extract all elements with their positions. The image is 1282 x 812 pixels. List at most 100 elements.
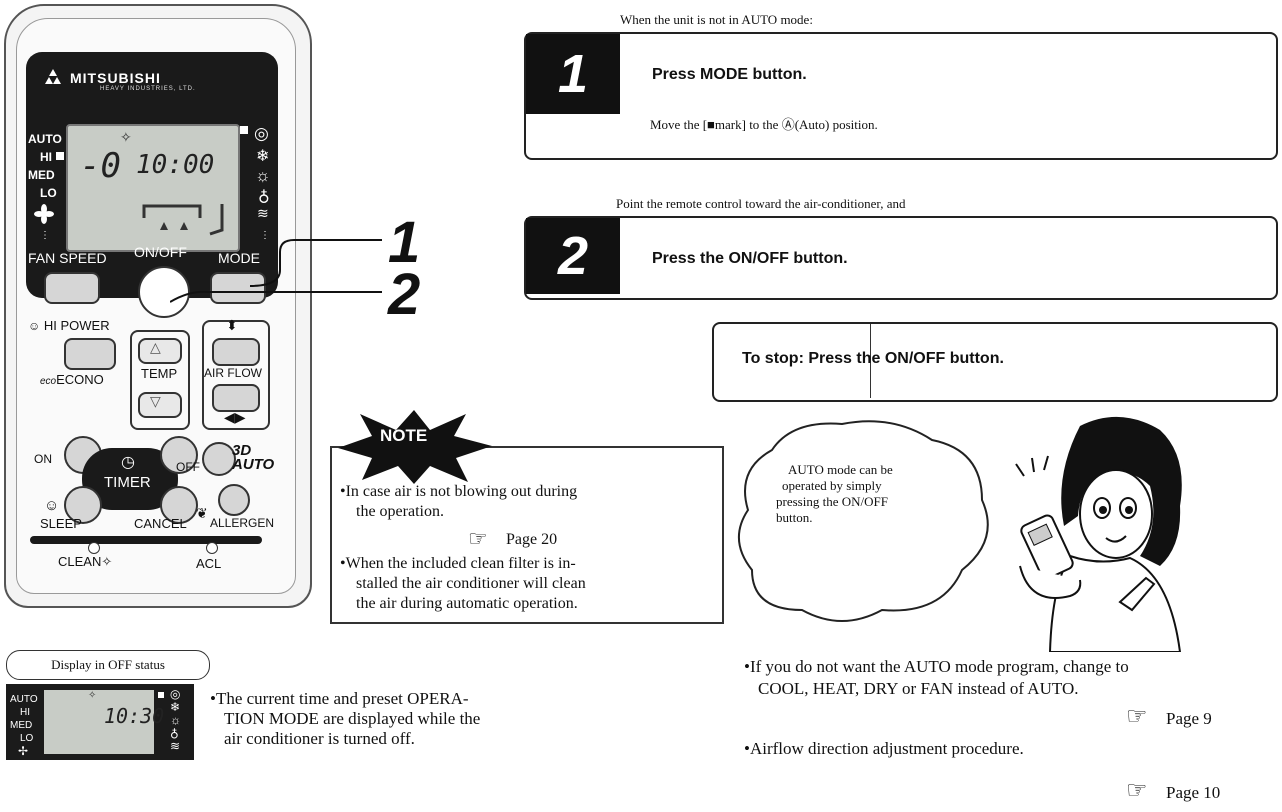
note-item1-line2: the operation. <box>356 503 444 520</box>
off-fan-level-lo: LO <box>20 733 34 744</box>
clean-label: CLEAN✧ <box>58 554 113 569</box>
timer-label[interactable]: TIMER <box>104 474 151 491</box>
off-status-label: Display in OFF status <box>6 650 210 680</box>
off-sparkle-icon: ✧ <box>88 690 97 701</box>
stop-box <box>712 322 1278 402</box>
hi-power-icon: ☺ <box>28 319 41 333</box>
mode-button[interactable] <box>210 272 266 304</box>
off-mode-icons: ◎ ❄ ☼ ♁ ≋ <box>170 688 181 753</box>
step1-box <box>524 32 1278 160</box>
temp-label: TEMP <box>141 366 178 381</box>
dots-right: ⋮ <box>260 230 270 241</box>
clean-sparkle-icon: ✧ <box>101 554 113 569</box>
sleep-face-icon: ☺ <box>44 498 60 514</box>
callout-lines <box>170 239 382 303</box>
stop-box-divider <box>870 324 871 398</box>
up-down-arrow-icon: ⬍ <box>226 319 238 334</box>
cancel-button[interactable] <box>160 486 198 524</box>
note-item2-line1: •When the included clean filter is in- <box>340 555 576 572</box>
off-fan-level-med: MED <box>10 720 33 731</box>
temp-down-button[interactable] <box>138 392 182 418</box>
clean-bar <box>30 536 262 544</box>
air-flow-horizontal-button[interactable] <box>212 384 260 412</box>
lcd-display <box>66 124 240 252</box>
stop-instruction: To stop: Press the ON/OFF button. <box>742 350 1004 367</box>
note-item2-line3: the air during automatic operation. <box>356 595 578 612</box>
off-sun-icon: ☼ <box>170 713 181 727</box>
timer-off-label: OFF <box>176 460 200 474</box>
off-fan-level-hi: HI <box>20 707 30 718</box>
air-flow-vertical-button[interactable] <box>212 338 260 366</box>
note-item1-line1: •In case air is not blowing out during <box>340 483 578 500</box>
step1-intro: When the unit is not in AUTO mode: <box>620 12 813 27</box>
off-desc-line2: TION MODE are displayed while the <box>224 709 481 728</box>
sleep-button[interactable] <box>64 486 102 524</box>
brand-name: MITSUBISHI <box>70 70 161 86</box>
allergen-label: ALLERGEN <box>210 516 275 530</box>
off-snowflake-icon: ❄ <box>170 700 181 714</box>
fan-level-med: MED <box>28 168 55 182</box>
off-mode-marker <box>158 692 164 698</box>
off-auto-icon: ◎ <box>170 687 181 701</box>
auto-3d-button[interactable] <box>202 442 236 476</box>
brand-subtitle: HEAVY INDUSTRIES, LTD. <box>100 86 196 92</box>
step2-box <box>524 216 1278 300</box>
mode-label: MODE <box>218 250 260 266</box>
air-flow-label: AIR FLOW <box>204 366 263 380</box>
off-droplet-icon: ♁ <box>170 726 179 740</box>
mode-marker <box>240 126 248 134</box>
woman-illustration <box>1015 416 1182 652</box>
on-off-button[interactable] <box>138 266 190 318</box>
bubble-line1: AUTO mode can be <box>788 462 893 477</box>
dots-left: ⋮ <box>40 230 50 241</box>
timer-off-button[interactable] <box>160 436 198 474</box>
timer-on-label: ON <box>34 452 52 466</box>
off-desc-line3: air conditioner is turned off. <box>224 729 415 748</box>
step1-detail: Move the [■mark] to the Ⓐ(Auto) position… <box>650 117 878 132</box>
sleep-label: SLEEP <box>40 516 82 531</box>
note-heading: NOTE <box>380 426 428 445</box>
allergen-button[interactable] <box>218 484 250 516</box>
auto-mode-symbol-icon: Ⓐ <box>781 117 795 132</box>
callout-number-1: 1 <box>388 210 421 275</box>
triangle-down-icon: ▽ <box>150 395 161 410</box>
temp-up-button[interactable] <box>138 338 182 364</box>
clock-icon: ◷ <box>121 454 135 471</box>
allergen-icon: ❦ <box>196 507 208 522</box>
lcd-temperature: -0 <box>80 146 121 186</box>
hi-power-button[interactable] <box>64 338 116 370</box>
fan-level-lo: LO <box>40 186 57 200</box>
off-status-time: 10:30 <box>104 704 165 728</box>
tip-page-ref-2[interactable]: Page 10 <box>1166 783 1221 802</box>
fan-level-hi: HI <box>40 150 52 164</box>
econo-icon: eco <box>40 376 57 387</box>
fan-level-marker <box>56 152 64 160</box>
step2-title: Press the ON/OFF button. <box>652 250 848 267</box>
temp-panel <box>130 330 190 430</box>
fan-speed-button[interactable] <box>44 272 100 304</box>
tip-page-ref-1[interactable]: Page 9 <box>1166 709 1212 728</box>
pointing-hand-icon-3: ☞ <box>1126 778 1148 804</box>
note-item2-line2: stalled the air conditioner will clean <box>356 575 586 592</box>
callout-number-2: 2 <box>388 262 421 327</box>
cancel-label: CANCEL <box>134 516 187 531</box>
tip-line2: COOL, HEAT, DRY or FAN instead of AUTO. <box>758 679 1079 698</box>
tip-line1: •If you do not want the AUTO mode progra… <box>744 657 1129 676</box>
step2-number: 2 <box>526 218 620 294</box>
airflow-louver-icon <box>142 204 224 236</box>
off-status-screen <box>44 690 154 754</box>
speech-bubble <box>737 420 989 622</box>
acl-label: ACL <box>196 556 222 571</box>
mitsubishi-logo-icon <box>45 69 61 84</box>
fan-mode-icon: ≋ <box>257 207 269 222</box>
acl-button[interactable] <box>206 542 218 554</box>
lcd-time: 10:00 <box>136 150 215 180</box>
econo-label: ecoECONO <box>40 372 104 387</box>
off-fan-icon: ✢ <box>18 744 29 758</box>
pointing-hand-icon-2: ☞ <box>1126 704 1148 730</box>
note-page-ref[interactable]: Page 20 <box>506 531 558 548</box>
off-fan-mode-icon: ≋ <box>170 739 181 753</box>
bubble-line2: operated by simply <box>782 478 882 493</box>
clean-button[interactable] <box>88 542 100 554</box>
